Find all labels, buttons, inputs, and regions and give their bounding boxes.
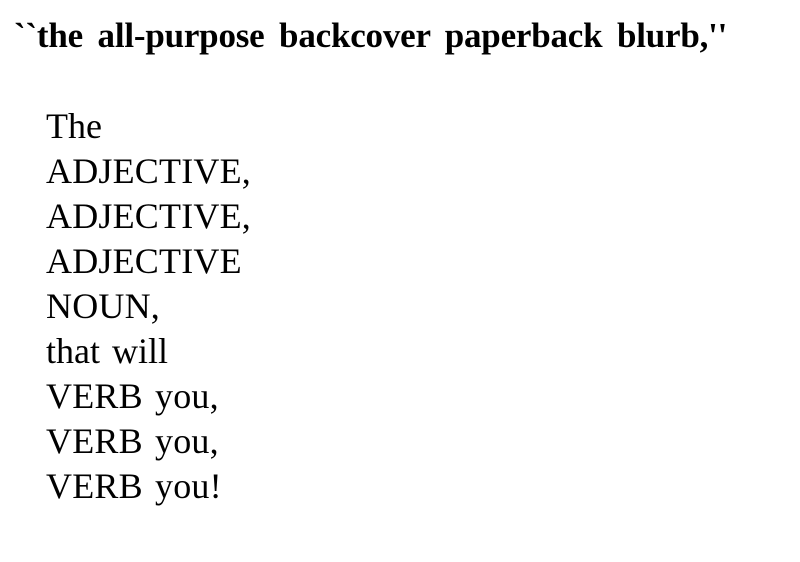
blurb-template-block: The ADJECTIVE, ADJECTIVE, ADJECTIVE NOUN… bbox=[46, 104, 746, 509]
blurb-line: that will bbox=[46, 331, 168, 371]
page-title: ``the all-purpose backcover paperback bl… bbox=[14, 16, 728, 55]
blurb-line: ADJECTIVE, bbox=[46, 196, 251, 236]
blurb-line: The bbox=[46, 106, 102, 146]
blurb-line: VERB you, bbox=[46, 376, 219, 416]
blurb-line: ADJECTIVE bbox=[46, 241, 242, 281]
blurb-line: NOUN, bbox=[46, 286, 160, 326]
blurb-line: ADJECTIVE, bbox=[46, 151, 251, 191]
blurb-line: VERB you! bbox=[46, 466, 222, 506]
blurb-line: VERB you, bbox=[46, 421, 219, 461]
